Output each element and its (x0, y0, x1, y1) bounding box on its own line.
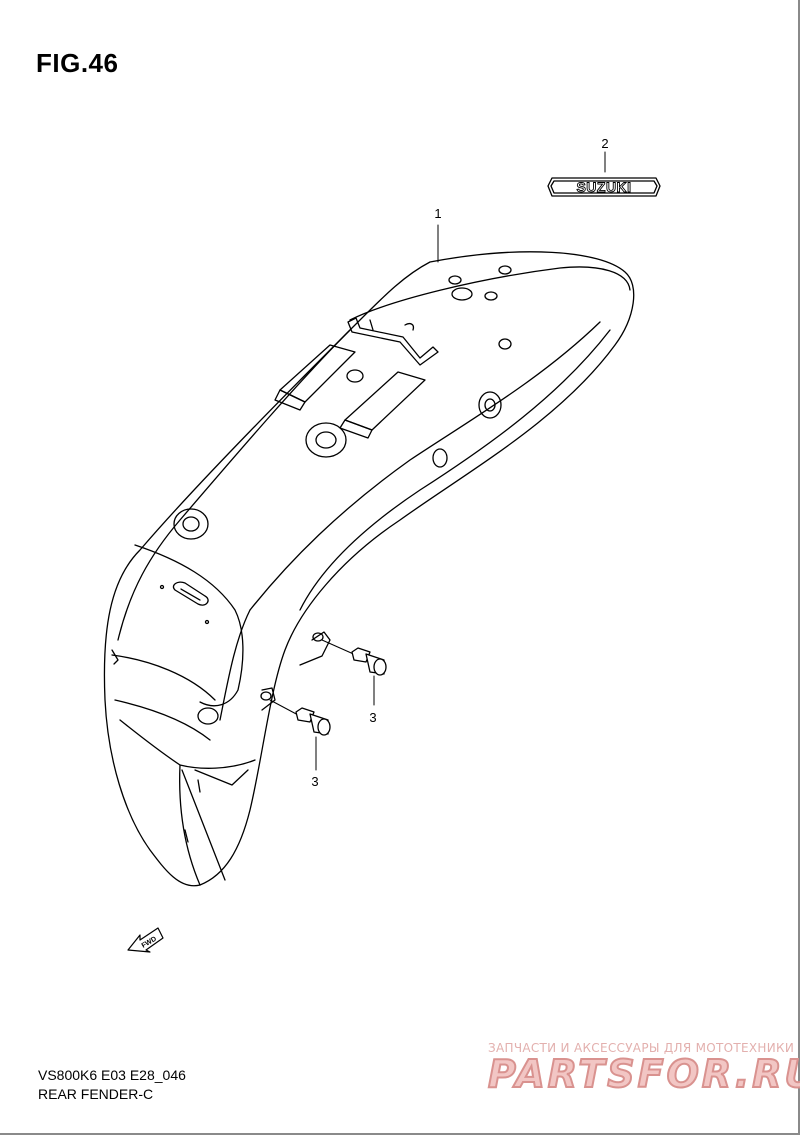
bolt-lower-drawing (269, 699, 331, 771)
forward-arrow-icon (127, 927, 164, 953)
callout-part-2: 2 (601, 136, 608, 151)
watermark-logo: PARTSFOR.RU (487, 1051, 800, 1097)
figure-title: FIG.46 (36, 48, 119, 78)
bolt-upper-drawing (321, 639, 387, 706)
watermark-tagline: ЗАПЧАСТИ И АКСЕССУАРЫ ДЛЯ МОТОТЕХНИКИ (488, 1041, 795, 1055)
suzuki-emblem-drawing (547, 151, 661, 197)
callout-part-3-upper: 3 (369, 710, 376, 725)
model-code: VS800K6 E03 E28_046 (38, 1067, 186, 1083)
rear-fender-drawing (103, 251, 635, 887)
callout-part-1: 1 (434, 206, 441, 221)
part-group-name: REAR FENDER-C (38, 1086, 154, 1102)
emblem-text: SUZUKI (576, 179, 631, 195)
callout-part-3-lower: 3 (311, 774, 318, 789)
